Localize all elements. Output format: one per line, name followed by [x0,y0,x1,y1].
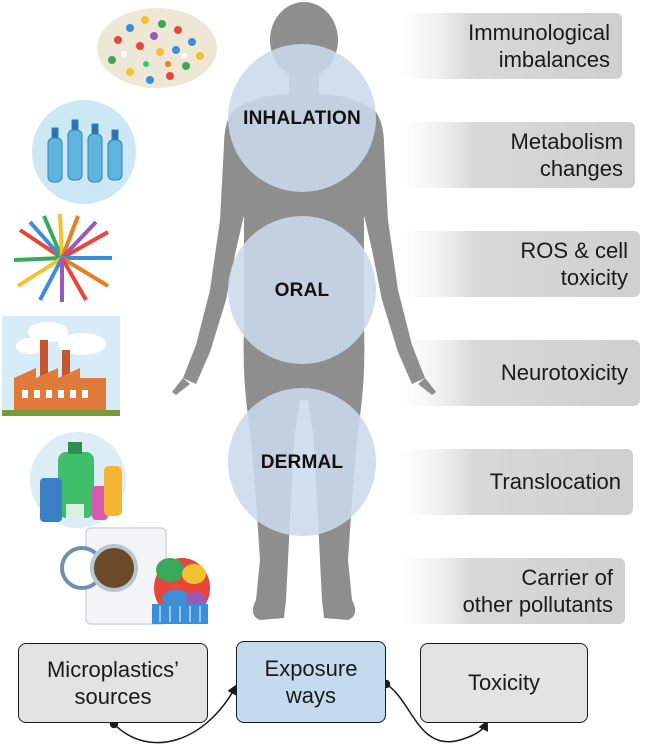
dermal-circle [228,388,376,536]
plastic-bottles-icon [32,100,136,204]
detergent-bottles-icon [30,432,126,528]
flow-exposure-line-1: Exposure [264,655,358,681]
effect-6-line-1: Carrier of [521,564,613,590]
effect-bg-5 [385,449,633,515]
route-label-inhalation: INHALATION [243,108,361,129]
effect-1-line-2: imbalances [498,47,610,72]
effect-6-line-2: other pollutants [462,592,613,617]
effect-neurotoxicity: Neurotoxicity [385,340,640,406]
plastic-straws-icon [13,213,112,302]
flow-sources-line-1: Microplastics’ [46,656,180,682]
arrow-sources-to-exposure [113,684,237,744]
effect-3-line-2: toxicity [560,265,628,290]
factory-icon [2,316,120,416]
effect-translocation: Translocation [385,449,633,515]
effect-3-line-1: ROS & cell [520,237,628,263]
flow-connectors [109,679,488,744]
effect-bg-1 [385,13,622,79]
effect-bg-3 [385,231,640,297]
inhalation-circle [228,44,376,192]
plastic-pellets-icon [97,8,217,88]
effect-bg-6 [385,558,625,624]
flow-toxicity-line-1: Toxicity [467,670,541,696]
effect-bg-4 [385,340,640,406]
exposure-circles [228,44,376,536]
flow-box-toxicity: Toxicity [420,643,588,723]
effect-bg-2 [385,122,635,188]
route-label-oral: ORAL [274,280,330,301]
effect-backgrounds [385,13,640,624]
effect-4-line-1: Neurotoxicity [500,360,628,386]
washing-machine-icon [60,527,210,625]
effect-2-line-1: Metabolism [510,128,623,154]
route-label-dermal: DERMAL [260,452,344,473]
effect-2-line-2: changes [539,156,623,181]
arrow-exposure-to-toxicity [385,683,488,743]
oral-circle [228,216,376,364]
effect-5-line-1: Translocation [489,469,621,495]
flow-exposure-line-2: ways [285,683,337,708]
effect-1-line-1: Immunological [468,19,610,45]
flow-box-sources: Microplastics’sources [18,643,208,723]
flow-sources-line-2: sources [74,684,152,709]
